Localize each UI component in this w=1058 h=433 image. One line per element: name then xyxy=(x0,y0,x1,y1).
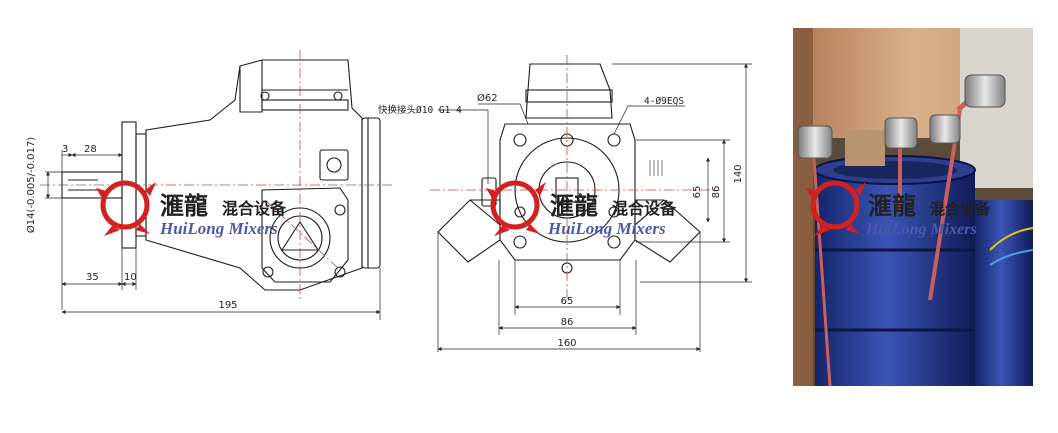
label-bolt-circle: Ø62 xyxy=(477,92,498,104)
dim-inner-width: 65 xyxy=(561,296,574,307)
side-view xyxy=(61,59,381,291)
front-view-centerlines xyxy=(430,55,720,300)
dragon-logo-icon xyxy=(806,180,866,236)
watermark-center: 滙龍 混合设备 HuiLong Mixers xyxy=(486,180,677,238)
dim-shaft-tolerance: Ø14(-0.005/-0.017) xyxy=(25,137,37,233)
watermark-cn-sub: 混合设备 xyxy=(930,200,991,218)
dim-side-total: 195 xyxy=(218,300,237,311)
label-holes: 4-Ø9EQS xyxy=(644,96,684,107)
watermark-cn-sub: 混合设备 xyxy=(612,199,677,218)
blue-drum-front xyxy=(815,170,975,386)
exhaust-port xyxy=(361,117,381,269)
motor-body xyxy=(145,59,363,291)
dim-mid-width: 86 xyxy=(561,317,574,328)
dim-height-inner: 65 xyxy=(692,186,703,199)
watermark-left: 滙龍 混合设备 HuiLong Mixers xyxy=(96,180,287,238)
watermark-cn-sub: 混合设备 xyxy=(222,199,287,218)
dim-total-height: 140 xyxy=(733,164,744,183)
dim-total-width: 160 xyxy=(557,338,576,349)
dragon-logo-icon xyxy=(96,180,156,236)
watermark-right: 滙龍 混合设备 HuiLong Mixers xyxy=(806,180,991,238)
front-view-dimensions xyxy=(437,63,752,352)
dim-height-mid: 86 xyxy=(711,186,722,199)
top-housing xyxy=(525,63,613,119)
dim-shaft-length: 35 xyxy=(86,272,99,283)
watermark-en: HuiLong Mixers xyxy=(865,221,977,238)
dragon-logo-icon xyxy=(486,180,546,236)
watermark-cn-brand: 滙龍 xyxy=(550,191,598,220)
right-valve xyxy=(634,199,701,263)
side-view-dimensions xyxy=(45,150,381,320)
mixer-on-drum-photo xyxy=(793,28,1034,387)
watermark-cn-brand: 滙龍 xyxy=(868,191,916,220)
label-quick-connector: 快换接头Ø10 G1 4 xyxy=(378,104,462,116)
left-valve xyxy=(437,199,501,263)
dim-flange: 10 xyxy=(124,272,137,283)
watermark-cn-brand: 滙龍 xyxy=(160,191,208,220)
dim-key-left: 3 xyxy=(62,144,68,155)
side-view-centerlines xyxy=(40,50,395,300)
watermark-en: HuiLong Mixers xyxy=(547,219,666,238)
watermark-en: HuiLong Mixers xyxy=(159,219,278,238)
dim-key-length: 28 xyxy=(84,144,97,155)
